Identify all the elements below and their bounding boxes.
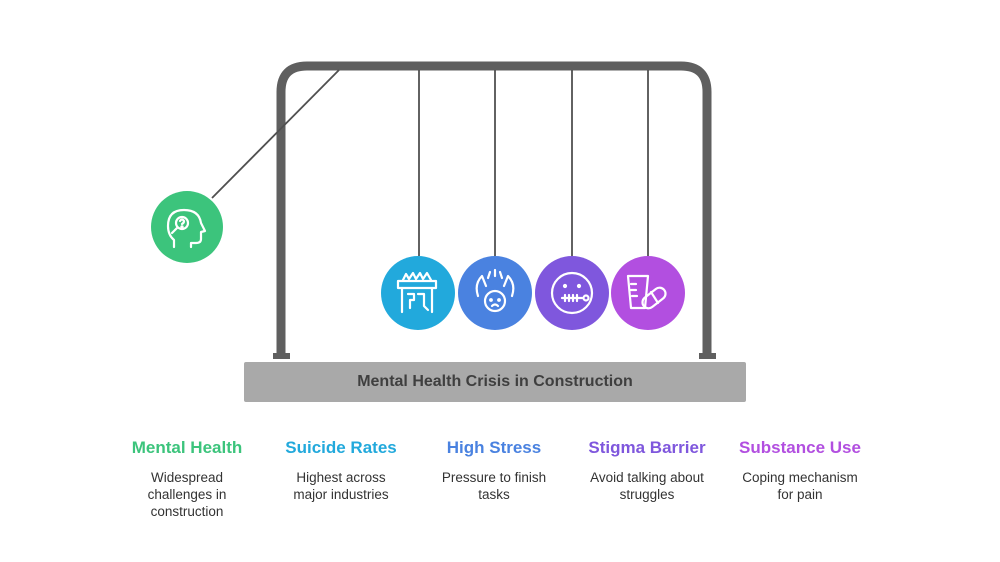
pills-glass-icon (626, 274, 667, 310)
pendulum-string (211, 69, 340, 199)
item-description: Avoid talking about struggles (590, 470, 704, 502)
item-description: Coping mechanism for pain (742, 470, 858, 502)
item-title: Suicide Rates (285, 438, 397, 457)
item-high-stress: High Stress Pressure to finish tasks (419, 436, 569, 503)
desk-icon (396, 271, 438, 314)
item-substance-use: Substance Use Coping mechanism for pain (725, 436, 875, 503)
stressed-face-icon (475, 268, 515, 313)
item-stigma-barrier: Stigma Barrier Avoid talking about strug… (572, 436, 722, 503)
item-title: Mental Health (131, 438, 243, 457)
zipped-mouth-icon (550, 271, 594, 315)
diagram-title: Mental Health Crisis in Construction (357, 373, 633, 390)
item-title: Substance Use (739, 438, 861, 457)
ball-suicide-rates (381, 256, 455, 330)
item-suicide-rates: Suicide Rates Highest across major indus… (266, 436, 416, 503)
item-description: Widespread challenges in construction (147, 470, 227, 519)
ball-high-stress (458, 256, 532, 330)
item-description: Pressure to finish tasks (441, 470, 547, 502)
item-mental-health: Mental Health Widespread challenges in c… (112, 436, 262, 520)
ball-substance-use (611, 256, 685, 330)
head-question-icon (166, 208, 207, 249)
item-description: Highest across major industries (293, 470, 389, 502)
cradle-frame (276, 61, 712, 358)
item-title: High Stress (446, 438, 542, 457)
ball-mental-health (151, 191, 223, 263)
item-title: Stigma Barrier (588, 438, 706, 457)
cradle-base (244, 362, 746, 402)
ball-stigma-barrier (535, 256, 609, 330)
